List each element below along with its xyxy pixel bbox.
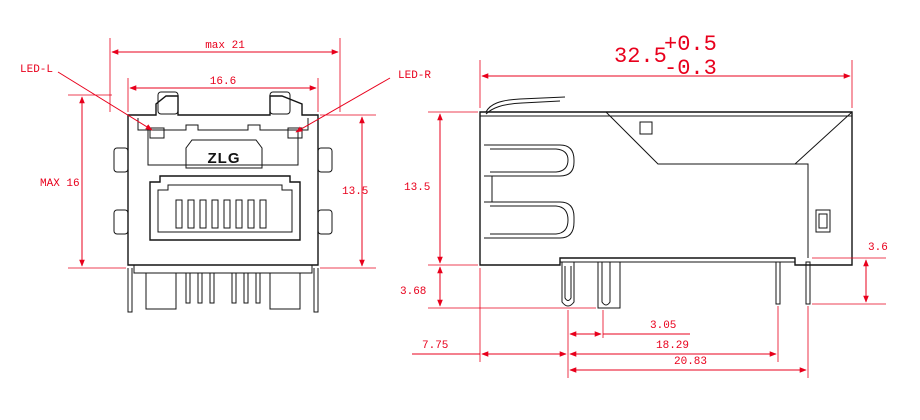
side-latch-right-upper xyxy=(317,147,333,173)
pin-block xyxy=(597,261,621,309)
front-pins xyxy=(127,268,319,313)
pin-right-b xyxy=(805,261,811,305)
led-window-right xyxy=(287,127,303,139)
dim-label-20-83: 20.83 xyxy=(674,356,707,368)
dim-label-3-6: 3.6 xyxy=(868,242,888,254)
dim-label-16-6: 16.6 xyxy=(210,76,236,88)
led-peg-right xyxy=(269,91,291,115)
dim-label-32-5: 32.5 xyxy=(614,44,667,69)
rj45-contacts xyxy=(175,199,267,229)
side-shield-slot xyxy=(639,121,653,135)
dim-label-side-13-5: 13.5 xyxy=(404,182,430,194)
rj45-port-outline xyxy=(149,175,301,241)
dim-label-18-29: 18.29 xyxy=(656,340,689,352)
logo-text: ZLG xyxy=(208,150,241,167)
dim-tol-minus: -0.3 xyxy=(664,56,717,81)
dim-label-7-75: 7.75 xyxy=(422,340,448,352)
pin-right-a xyxy=(775,261,781,305)
side-latch-right-lower xyxy=(317,209,333,235)
rj45-port-inner xyxy=(157,184,293,233)
led-left-leader xyxy=(57,71,153,131)
latch-spring-upper xyxy=(484,144,575,177)
side-view: 32.5 +0.5 -0.3 13.5 3.68 3.6 3.05 7.75 xyxy=(400,32,888,378)
front-base xyxy=(133,264,313,274)
dim-label-3-05: 3.05 xyxy=(650,320,676,332)
led-right-label: LED-R xyxy=(398,70,431,82)
logo-plate xyxy=(185,139,263,169)
led-peg-left xyxy=(157,91,179,115)
side-latch-left-lower xyxy=(113,209,129,235)
front-inner-frame xyxy=(137,118,309,166)
led-right-leader xyxy=(295,77,391,133)
side-housing-outline xyxy=(479,111,853,266)
dim-label-front-13-5: 13.5 xyxy=(342,186,368,198)
latch-spring-lower xyxy=(484,201,575,239)
dim-label-max-16: MAX 16 xyxy=(40,178,80,190)
dim-tol-plus: +0.5 xyxy=(664,32,717,57)
led-window-left xyxy=(149,127,165,139)
side-shield-panel xyxy=(605,111,853,165)
front-view: ZLG xyxy=(20,38,431,313)
side-led-window xyxy=(815,209,831,233)
side-latch-left-upper xyxy=(113,147,129,173)
led-left-label: LED-L xyxy=(20,64,53,76)
mount-post-left xyxy=(561,262,575,307)
dim-label-max-21: max 21 xyxy=(205,40,245,52)
top-spring-tab xyxy=(485,96,566,113)
front-top-step xyxy=(148,124,298,131)
dim-label-3-68: 3.68 xyxy=(400,286,426,298)
